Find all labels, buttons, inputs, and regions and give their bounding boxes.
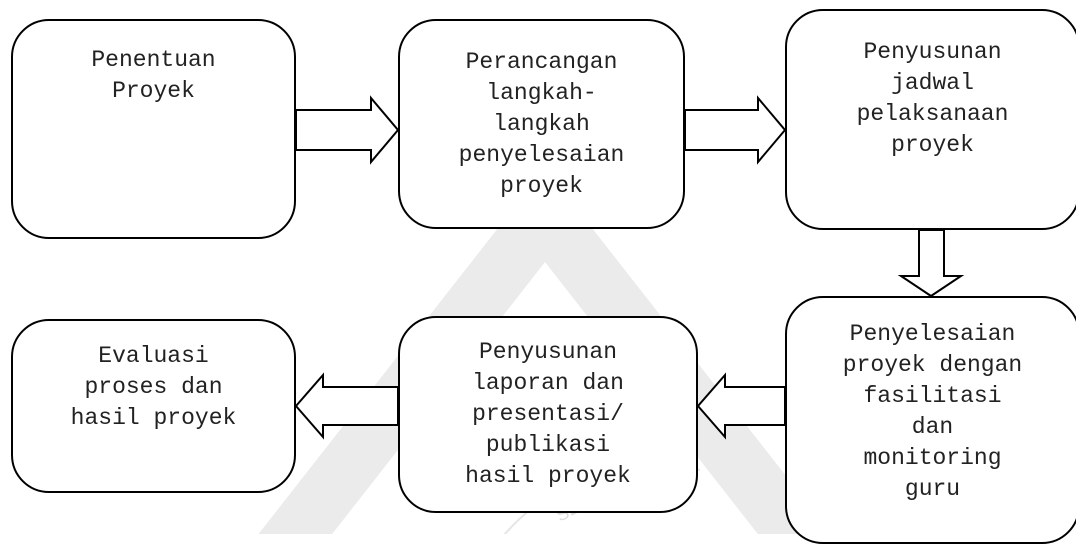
step-penyelesaian-proyek: Penyelesaian proyek dengan fasilitasi da… [785,296,1076,544]
step-label: Penyusunan jadwal pelaksanaan proyek [856,39,1009,158]
step-label: Penyelesaian proyek dengan fasilitasi da… [842,321,1023,502]
step-label: Evaluasi proses dan hasil proyek [70,343,237,431]
step-label: Penentuan Proyek [91,47,216,104]
step-penentuan-proyek: Penentuan Proyek [11,19,296,239]
arrow-left-1 [696,372,786,440]
arrow-left-2 [294,372,399,440]
step-label: Penyusunan laporan dan presentasi/ publi… [465,339,631,489]
step-evaluasi: Evaluasi proses dan hasil proyek [11,319,296,493]
arrow-down-1 [897,229,965,298]
step-perancangan-langkah: Perancangan langkah- langkah penyelesaia… [398,19,685,229]
arrow-right-1 [295,95,400,165]
step-penyusunan-jadwal: Penyusunan jadwal pelaksanaan proyek [785,9,1076,230]
arrow-right-2 [684,95,787,165]
step-label: Perancangan langkah- langkah penyelesaia… [458,48,625,199]
step-penyusunan-laporan: Penyusunan laporan dan presentasi/ publi… [398,316,698,513]
